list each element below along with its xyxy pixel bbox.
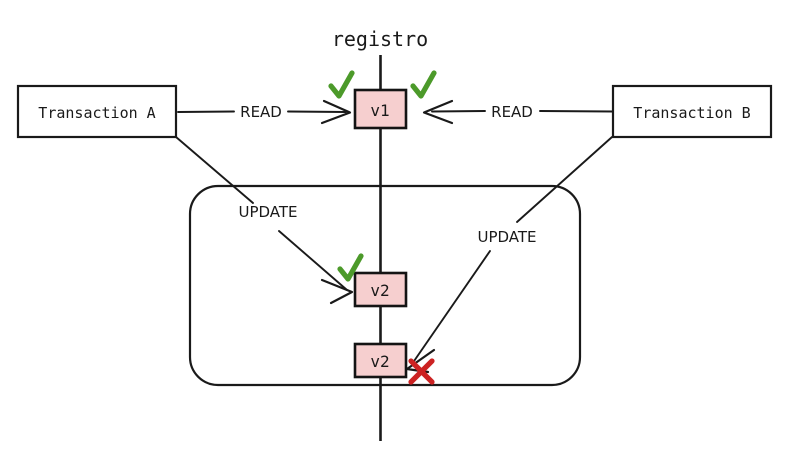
v2-second-box[interactable] bbox=[353, 342, 408, 379]
update-a-label: UPDATE bbox=[238, 203, 297, 221]
check-icon-read-a bbox=[328, 70, 355, 99]
operation-update-a: UPDATE bbox=[175, 136, 354, 305]
v2-first-label: v2 bbox=[370, 281, 389, 300]
v2-first-box[interactable] bbox=[353, 271, 408, 308]
actor-transaction-b[interactable]: Transaction B bbox=[611, 84, 773, 139]
read-a-line-left bbox=[177, 110, 235, 113]
operation-update-b: UPDATE bbox=[405, 136, 613, 374]
transaction-a-box[interactable] bbox=[16, 84, 178, 139]
operation-read-b: READ bbox=[422, 99, 614, 125]
v1-label: v1 bbox=[370, 101, 389, 120]
read-b-line-right bbox=[539, 110, 614, 113]
transaction-a-label: Transaction A bbox=[38, 104, 155, 122]
read-b-line-left bbox=[431, 110, 486, 113]
transaction-scope-container bbox=[188, 184, 582, 387]
version-v2-second[interactable]: v2 bbox=[353, 342, 408, 379]
version-v2-first[interactable]: v2 bbox=[353, 271, 408, 308]
update-a-line-upper bbox=[175, 136, 254, 204]
read-b-arrowhead bbox=[422, 99, 454, 125]
read-b-label: READ bbox=[491, 103, 533, 121]
transaction-b-label: Transaction B bbox=[633, 104, 750, 122]
read-a-label: READ bbox=[240, 103, 282, 121]
operation-read-a: READ bbox=[177, 99, 352, 125]
update-a-line-lower bbox=[278, 230, 348, 291]
check-icon-update-a bbox=[337, 253, 364, 282]
v1-box[interactable] bbox=[353, 88, 408, 130]
update-b-label: UPDATE bbox=[477, 228, 536, 246]
cross-stroke-2 bbox=[408, 358, 435, 385]
transaction-b-box[interactable] bbox=[611, 84, 773, 139]
version-v1[interactable]: v1 bbox=[353, 88, 408, 130]
cross-icon-update-b bbox=[408, 358, 435, 385]
actor-transaction-a[interactable]: Transaction A bbox=[16, 84, 178, 139]
registro-title: registro bbox=[332, 27, 428, 51]
read-a-line-right bbox=[287, 110, 347, 113]
read-a-arrowhead bbox=[320, 99, 352, 125]
check-icon-read-b bbox=[410, 70, 437, 99]
update-b-line-lower bbox=[411, 250, 491, 365]
v2-second-label: v2 bbox=[370, 352, 389, 371]
update-a-arrowhead bbox=[320, 278, 354, 305]
update-b-line-upper bbox=[516, 136, 613, 223]
